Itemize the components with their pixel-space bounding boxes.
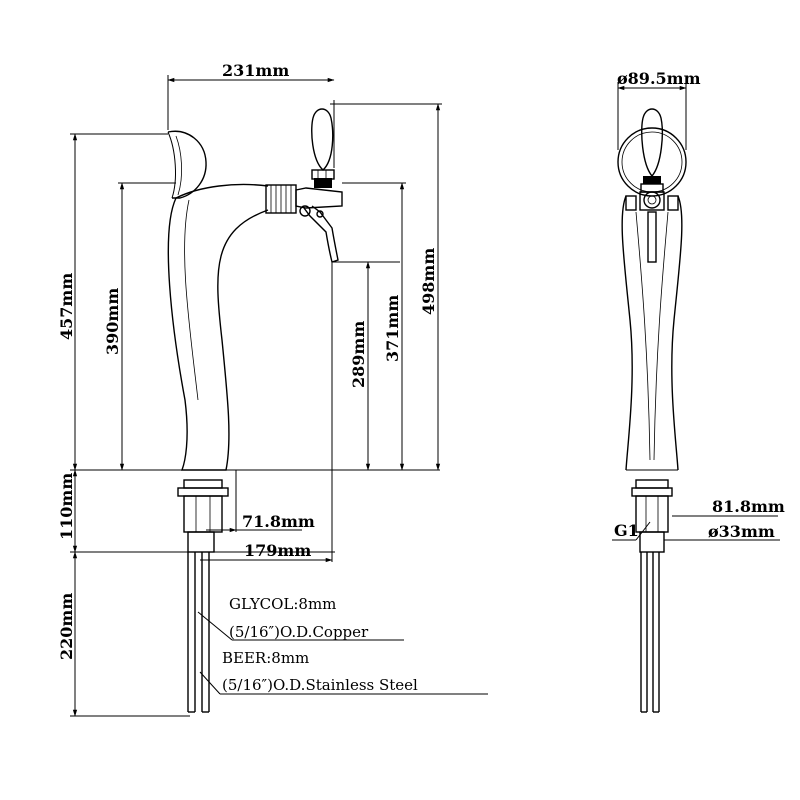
- dim-81-8: 81.8mm: [712, 497, 785, 516]
- note-beer: BEER:8mm: [222, 649, 309, 667]
- dim-220: 220mm: [57, 593, 76, 660]
- tap-handle: [311, 108, 334, 171]
- dim-390: 390mm: [103, 288, 122, 355]
- front-view: ø89.5mm 81.8mm ø: [612, 69, 785, 713]
- dim-71-8: 71.8mm: [242, 512, 315, 531]
- dim-289: 289mm: [349, 321, 368, 388]
- side-view: 231mm 457mm 390mm 498mm 371mm 289mm 110m…: [57, 61, 488, 717]
- dim-231: 231mm: [222, 61, 289, 80]
- note-glycol: GLYCOL:8mm: [229, 595, 336, 613]
- note-glycol-tube: (5/16″)O.D.Copper: [229, 623, 369, 641]
- dim-110: 110mm: [57, 473, 76, 540]
- dim-498: 498mm: [419, 248, 438, 315]
- dim-89-5: ø89.5mm: [617, 69, 701, 88]
- note-beer-tube: (5/16″)O.D.Stainless Steel: [222, 676, 418, 694]
- dim-179: 179mm: [244, 541, 311, 560]
- dim-457: 457mm: [57, 273, 76, 340]
- tower-body-outline: [167, 197, 269, 471]
- dim-33: ø33mm: [708, 522, 775, 541]
- dim-371: 371mm: [383, 295, 402, 362]
- dim-g1: G1: [614, 521, 639, 540]
